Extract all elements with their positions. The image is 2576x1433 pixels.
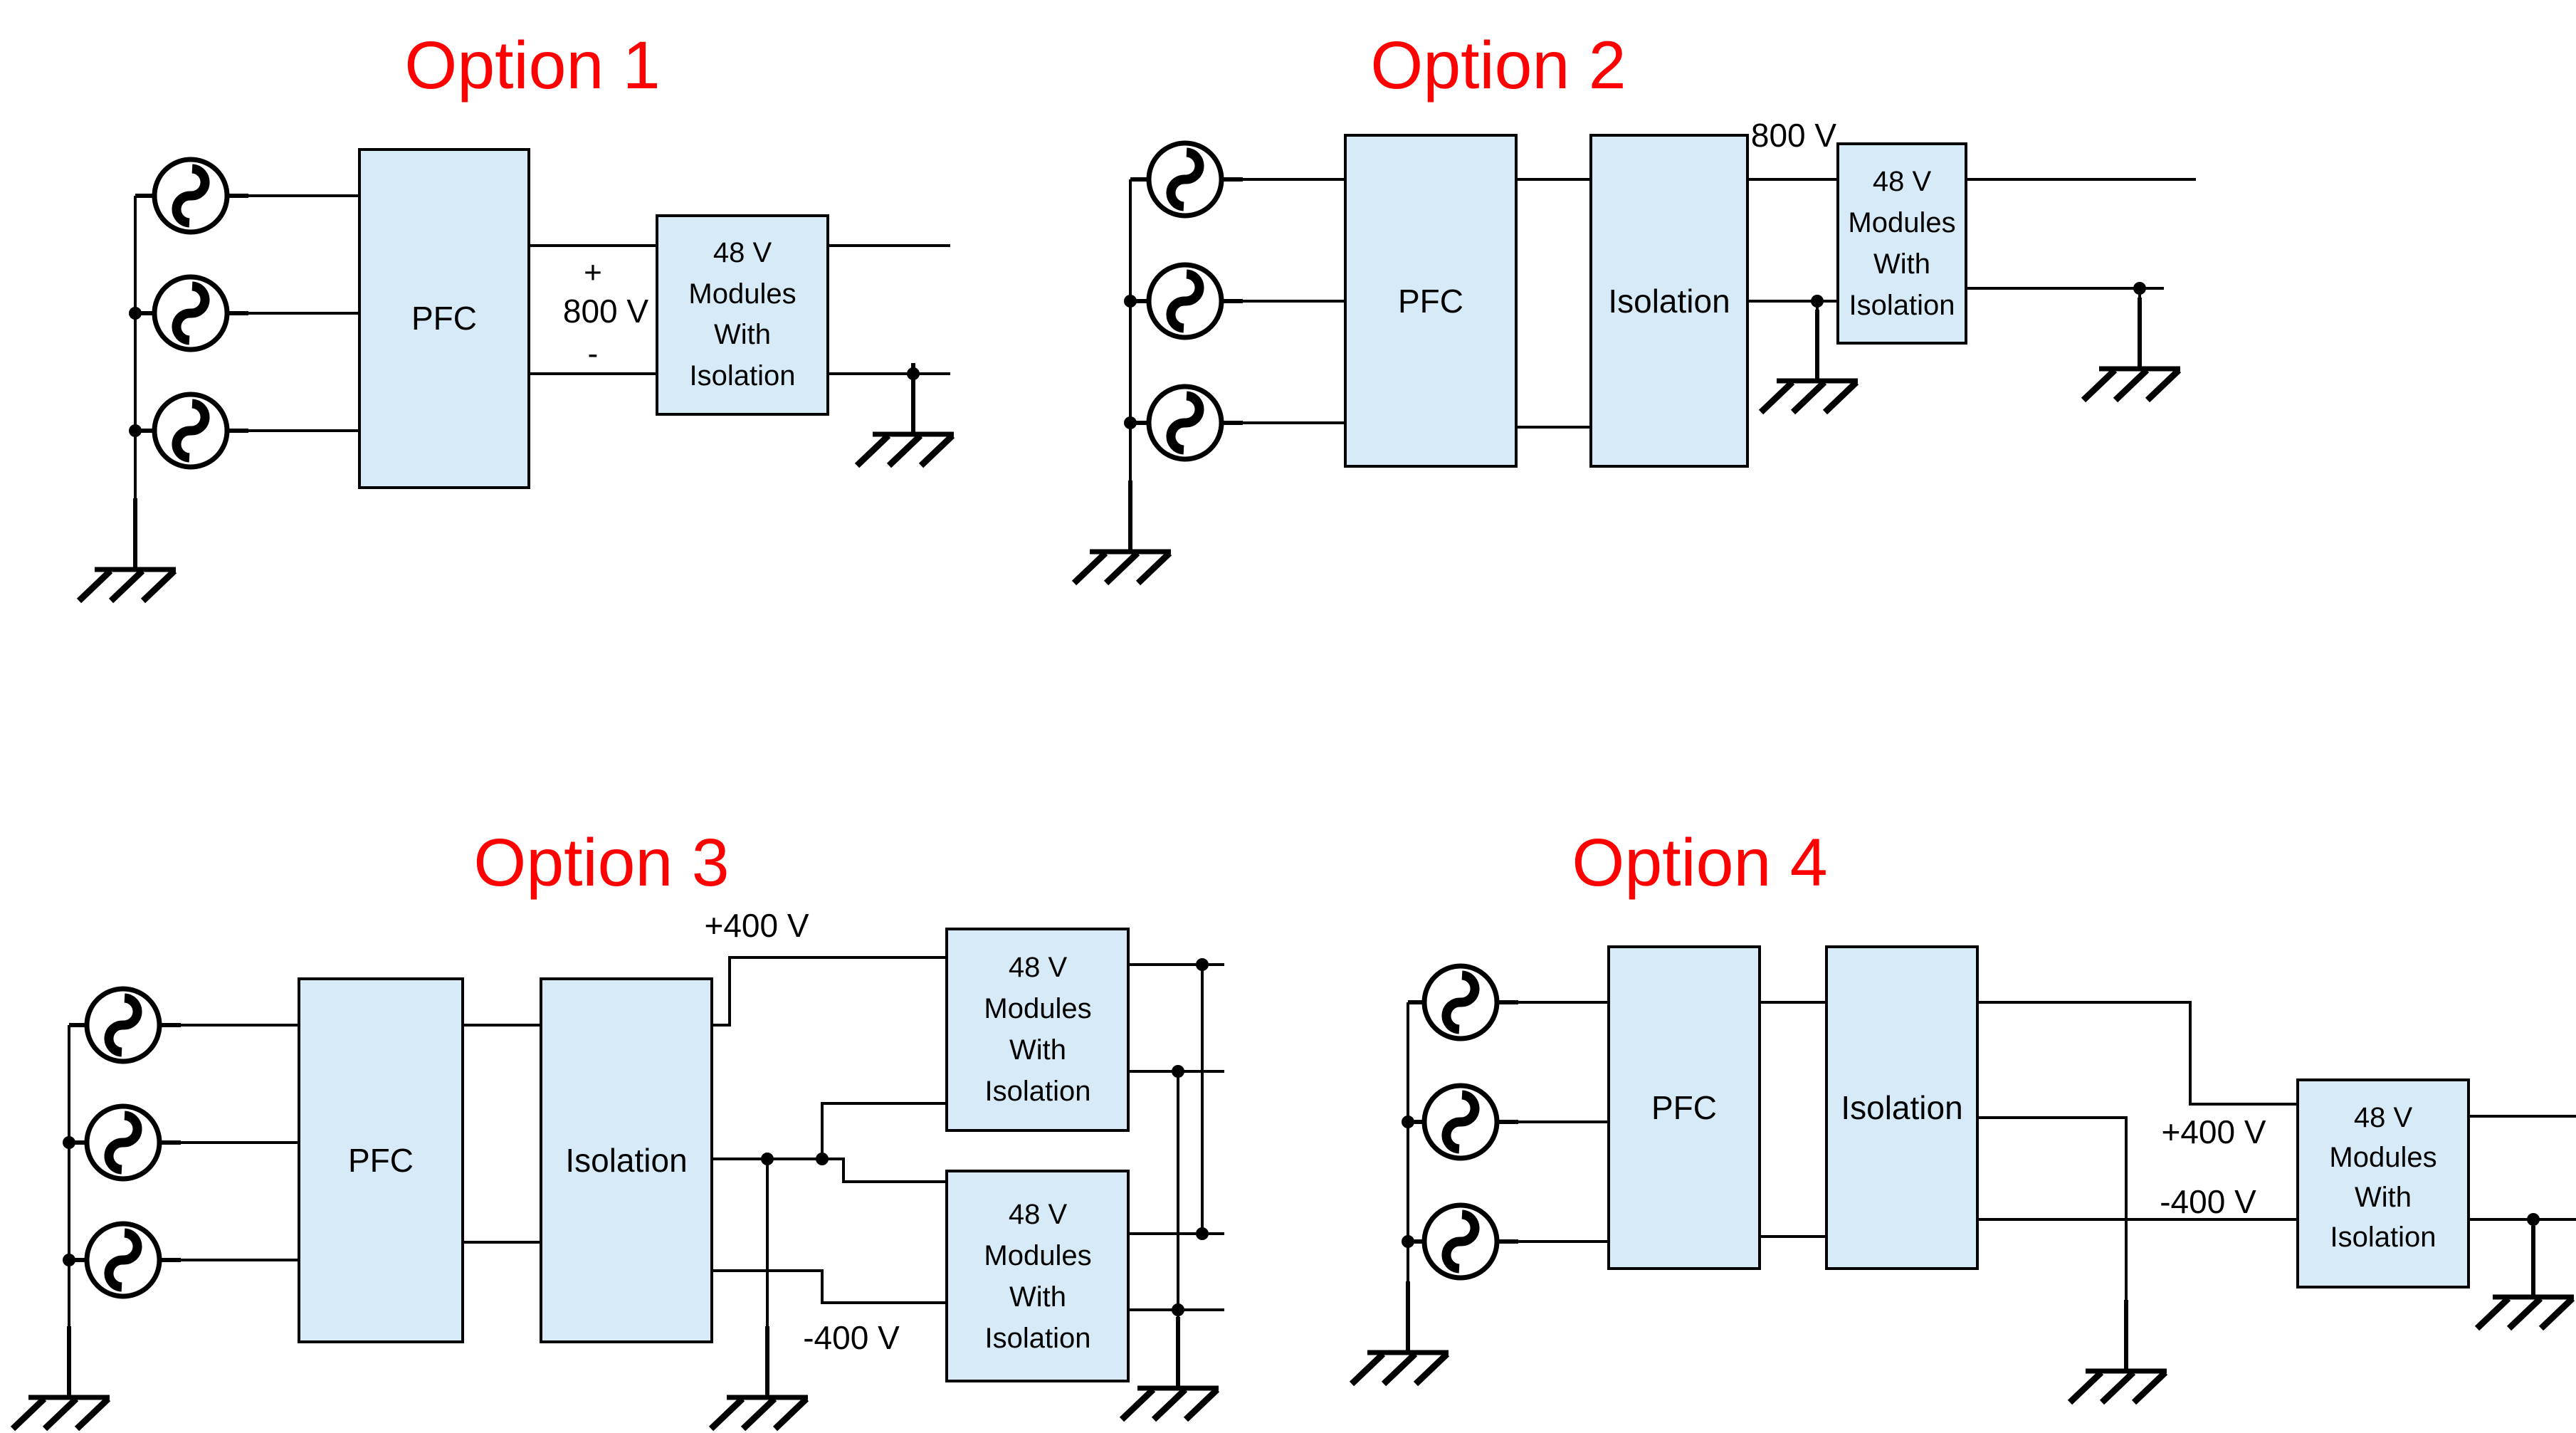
- ground-icon: [857, 363, 954, 466]
- wire: [1977, 1001, 2298, 1106]
- wire: [712, 1158, 947, 1183]
- option-1-bus-voltage-label: 800 V: [563, 293, 649, 330]
- option-1-title: Option 1: [404, 28, 660, 103]
- junction-dot: [1196, 958, 1209, 971]
- option-3-modules-top-label: Isolation: [985, 1076, 1091, 1107]
- junction-dot: [1124, 295, 1137, 308]
- option-4-modules-block: [2296, 1078, 2470, 1288]
- option-3-modules-bottom-label: With: [1009, 1281, 1066, 1313]
- ac-source-icon: [154, 277, 227, 350]
- ground-icon: [13, 1326, 110, 1429]
- ac-source-icon: [1424, 1205, 1497, 1278]
- option-1-minus-label: -: [588, 337, 599, 372]
- option-2-modules-label: Isolation: [1849, 290, 1955, 321]
- ground-icon: [2083, 298, 2180, 400]
- ground-icon: [1352, 1281, 1449, 1384]
- ground-icon: [711, 1326, 808, 1429]
- option-4-pfc-label: PFC: [1651, 1089, 1717, 1126]
- option-3-isolation-block: [540, 977, 713, 1343]
- junction-dot: [63, 1136, 75, 1149]
- option-3-title: Option 3: [473, 825, 729, 901]
- ground-icon: [79, 498, 176, 601]
- option-3-pfc-block: [298, 977, 464, 1343]
- ground-icon: [1122, 1317, 1219, 1419]
- option-3-pfc-label: PFC: [348, 1142, 414, 1179]
- option-3-modules-bottom-label: Modules: [984, 1240, 1091, 1271]
- option-4-positive-rail-label: +400 V: [2161, 1113, 2266, 1150]
- option-2-bus-voltage-label: 800 V: [1751, 117, 1837, 154]
- option-1-pfc-block: [358, 148, 530, 489]
- option-4-modules-label: 48 V: [2354, 1102, 2413, 1133]
- option-1-modules-block: [656, 214, 829, 416]
- option-2-modules-label: Modules: [1848, 207, 1955, 238]
- wire: [712, 1269, 947, 1304]
- option-2-modules-label: 48 V: [1873, 166, 1932, 197]
- option-1-modules-label: 48 V: [713, 237, 772, 268]
- option-3-modules-top-block: [945, 928, 1130, 1132]
- option-4-circuit: Option 4 PFC Isolation +400 V -400 V 48 …: [1352, 825, 2576, 1402]
- option-1-modules-label: With: [714, 319, 771, 350]
- option-4-negative-rail-label: -400 V: [2160, 1183, 2256, 1220]
- option-2-circuit: Option 2 PFC Isolation 800 V 48 V Module…: [1074, 28, 2196, 583]
- ac-source-icon: [87, 1106, 159, 1179]
- option-4-isolation-block: [1825, 945, 1979, 1270]
- wire: [1977, 1116, 2128, 1303]
- option-4-modules-label: With: [2355, 1182, 2412, 1213]
- ac-source-icon: [1149, 143, 1221, 216]
- ac-source-icon: [1424, 1086, 1497, 1158]
- ground-icon: [1074, 481, 1171, 583]
- option-3-modules-bottom-label: 48 V: [1009, 1199, 1068, 1230]
- junction-dot: [129, 424, 142, 437]
- ac-source-icon: [1149, 387, 1221, 459]
- option-2-isolation-block: [1589, 134, 1749, 468]
- option-1-circuit: Option 1 PFC + 800 V - 48 V Modules With…: [79, 28, 954, 601]
- option-2-pfc-block: [1344, 134, 1518, 468]
- junction-dot: [129, 307, 142, 320]
- junction-dot: [1172, 1065, 1184, 1078]
- junction-dot: [1124, 416, 1137, 429]
- wire: [712, 956, 947, 1027]
- option-3-modules-bottom-block: [945, 1170, 1130, 1382]
- option-3-modules-top-label: Modules: [984, 993, 1091, 1024]
- option-2-title: Option 2: [1370, 28, 1626, 103]
- junction-dot: [1172, 1303, 1184, 1316]
- ground-icon: [2477, 1226, 2574, 1328]
- ac-source-icon: [1149, 265, 1221, 337]
- ac-source-icon: [87, 1224, 159, 1296]
- ground-icon: [2070, 1300, 2167, 1402]
- option-4-title: Option 4: [1572, 825, 1827, 901]
- option-1-modules-label: Modules: [688, 278, 796, 310]
- option-3-isolation-label: Isolation: [565, 1142, 687, 1179]
- junction-dot: [63, 1254, 75, 1266]
- junction-dot: [1402, 1116, 1414, 1128]
- wire: [821, 1102, 947, 1159]
- option-3-modules-top-label: 48 V: [1009, 952, 1068, 983]
- option-3-negative-rail-label: -400 V: [803, 1319, 900, 1356]
- option-1-modules-label: Isolation: [690, 360, 796, 392]
- option-3-positive-rail-label: +400 V: [704, 907, 809, 944]
- option-1-pfc-label: PFC: [411, 300, 477, 337]
- option-4-modules-label: Modules: [2329, 1142, 2436, 1173]
- option-3-modules-bottom-label: Isolation: [985, 1323, 1091, 1354]
- option-2-modules-label: With: [1873, 248, 1930, 280]
- option-4-pfc-block: [1607, 945, 1761, 1270]
- junction-dot: [1402, 1235, 1414, 1248]
- ac-source-icon: [1424, 966, 1497, 1039]
- ac-source-icon: [154, 394, 227, 467]
- option-2-pfc-label: PFC: [1398, 283, 1463, 320]
- junction-dot: [816, 1153, 829, 1165]
- option-3-modules-top-label: With: [1009, 1034, 1066, 1066]
- option-2-modules-block: [1836, 142, 1967, 345]
- option-2-isolation-label: Isolation: [1608, 283, 1730, 320]
- ac-source-icon: [87, 989, 159, 1061]
- ac-source-icon: [154, 159, 227, 232]
- option-4-isolation-label: Isolation: [1841, 1089, 1962, 1126]
- option-4-modules-label: Isolation: [2330, 1222, 2436, 1253]
- option-3-circuit: Option 3 PFC Isolation +400 V -400: [13, 825, 1224, 1429]
- option-1-plus-label: +: [584, 256, 602, 290]
- junction-dot: [1196, 1227, 1209, 1240]
